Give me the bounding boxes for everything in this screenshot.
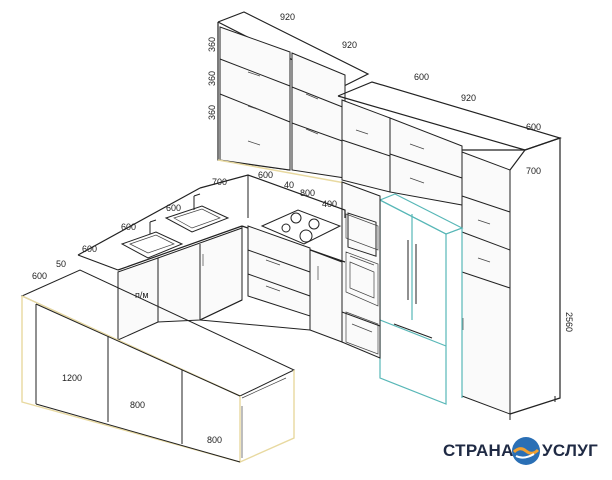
- dim-counter-400: 400: [322, 199, 337, 209]
- island-bar: [20, 269, 296, 463]
- dim-wall-width-2: 920: [342, 40, 357, 50]
- dim-wall-depth-right: 600: [526, 122, 541, 132]
- dimension-labels: 920 920 600 920 600 360 360 360 700 2560…: [32, 12, 574, 445]
- logo-text-left: СТРАНА: [443, 441, 514, 460]
- handshake-icon: [512, 437, 540, 465]
- dim-wall-width-1: 920: [280, 12, 295, 22]
- dim-left-600: 600: [82, 244, 97, 254]
- fridge: [378, 193, 464, 405]
- base-counter: [77, 174, 381, 343]
- dim-wall-height-1: 360: [207, 37, 217, 52]
- dim-counter-700: 700: [212, 177, 227, 187]
- dim-counter-800: 800: [300, 188, 315, 198]
- dim-wall-width-3: 600: [414, 72, 429, 82]
- dim-sink-600-b: 600: [121, 222, 136, 232]
- dim-left-50: 50: [56, 259, 66, 269]
- dim-sink-600-a: 600: [166, 203, 181, 213]
- cooktop: [260, 209, 342, 245]
- dim-tall-height: 2560: [564, 312, 574, 332]
- logo-text-right: УСЛУГ: [542, 441, 598, 460]
- tall-cabinet: [461, 137, 561, 420]
- oven-column: [341, 181, 381, 359]
- dishwasher-label: п/м: [135, 290, 149, 300]
- dim-wall-width-4: 920: [461, 93, 476, 103]
- dim-counter-40: 40: [284, 180, 294, 190]
- dim-wall-height-2: 360: [207, 71, 217, 86]
- double-sink: [120, 193, 230, 259]
- dim-wall-height-3: 360: [207, 105, 217, 120]
- dim-island-1200: 1200: [62, 373, 82, 383]
- dim-left-600-b: 600: [32, 271, 47, 281]
- dim-island-800-b: 800: [207, 435, 222, 445]
- logo: СТРАНА УСЛУГ: [443, 437, 598, 465]
- dim-island-800-a: 800: [130, 400, 145, 410]
- upper-wall-cabinets: [217, 11, 562, 206]
- dim-counter-600-top: 600: [258, 170, 273, 180]
- dim-tall-depth: 700: [526, 166, 541, 176]
